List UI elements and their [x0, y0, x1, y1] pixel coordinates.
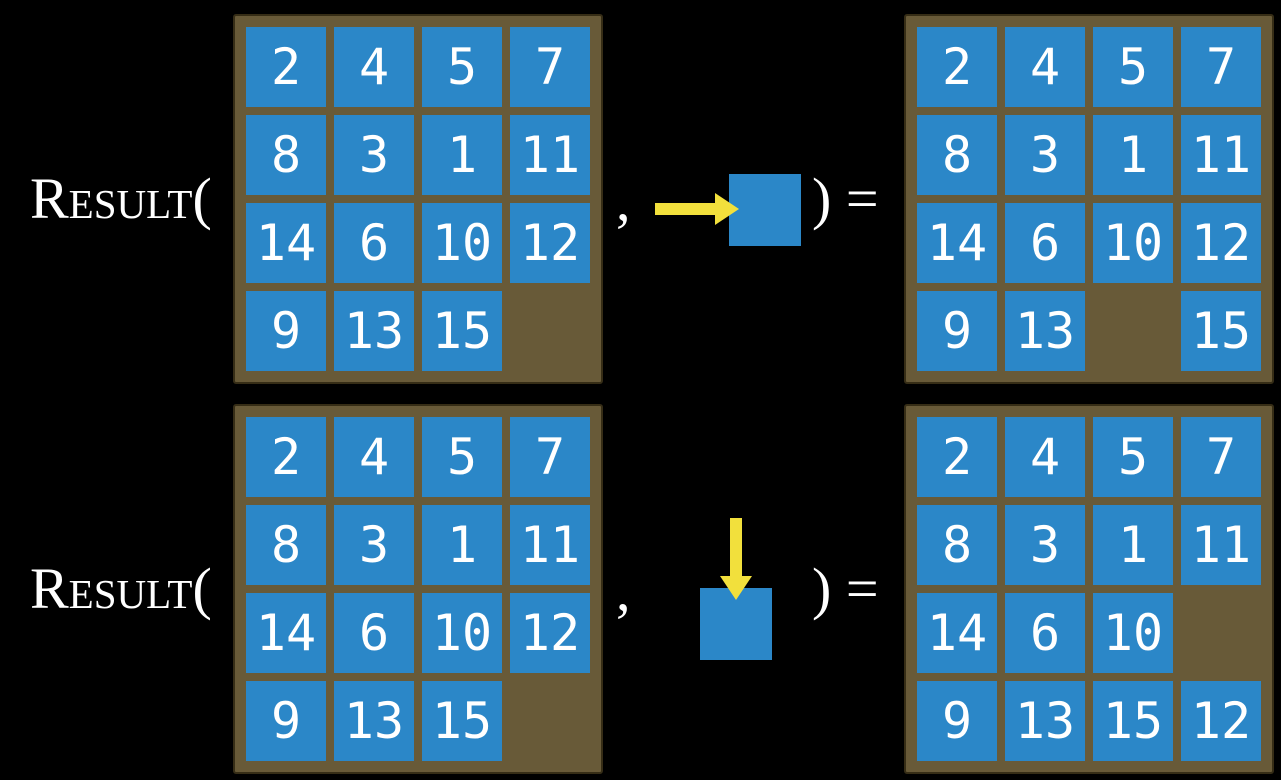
- puzzle-tile: 1: [422, 505, 502, 585]
- blank-cell: [1093, 291, 1173, 371]
- action-tile: [700, 588, 772, 660]
- puzzle-tile: 9: [917, 681, 997, 761]
- puzzle-tile: 12: [1181, 681, 1261, 761]
- puzzle-tile: 6: [1005, 593, 1085, 673]
- puzzle-tile: 11: [1181, 115, 1261, 195]
- puzzle-tile: 9: [246, 291, 326, 371]
- action-tile: [729, 174, 801, 246]
- puzzle-tile: 10: [422, 593, 502, 673]
- puzzle-tile: 13: [1005, 681, 1085, 761]
- puzzle-tile: 4: [334, 417, 414, 497]
- comma-separator: ,: [616, 168, 631, 233]
- puzzle-tile: 6: [334, 203, 414, 283]
- puzzle-tile: 1: [1093, 505, 1173, 585]
- blank-cell: [510, 681, 590, 761]
- result-function-label: Result(: [30, 166, 212, 231]
- puzzle-tile: 6: [1005, 203, 1085, 283]
- puzzle-tile: 4: [1005, 27, 1085, 107]
- puzzle-tile: 2: [246, 417, 326, 497]
- puzzle-tile: 11: [510, 505, 590, 585]
- puzzle-tile: 15: [422, 681, 502, 761]
- puzzle-tile: 7: [510, 27, 590, 107]
- blank-cell: [1181, 593, 1261, 673]
- puzzle-tile: 9: [246, 681, 326, 761]
- puzzle-tile: 3: [1005, 115, 1085, 195]
- puzzle-tile: 14: [917, 593, 997, 673]
- puzzle-tile: 8: [917, 505, 997, 585]
- puzzle-tile: 13: [334, 681, 414, 761]
- puzzle-tile: 2: [917, 27, 997, 107]
- puzzle-tile: 14: [246, 203, 326, 283]
- puzzle-tile: 14: [246, 593, 326, 673]
- puzzle-tile: 6: [334, 593, 414, 673]
- result-function-label: Result(: [30, 556, 212, 621]
- puzzle-tile: 5: [1093, 417, 1173, 497]
- blank-cell: [510, 291, 590, 371]
- puzzle-tile: 9: [917, 291, 997, 371]
- puzzle-tile: 12: [510, 593, 590, 673]
- puzzle-tile: 5: [1093, 27, 1173, 107]
- puzzle-tile: 12: [1181, 203, 1261, 283]
- puzzle-tile: 3: [1005, 505, 1085, 585]
- puzzle-tile: 5: [422, 27, 502, 107]
- close-paren-equals-label: ) =: [812, 166, 879, 231]
- puzzle-tile: 13: [334, 291, 414, 371]
- puzzle-tile: 1: [1093, 115, 1173, 195]
- puzzle-tile: 2: [917, 417, 997, 497]
- puzzle-tile: 1: [422, 115, 502, 195]
- puzzle-tile: 15: [422, 291, 502, 371]
- comma-separator: ,: [616, 558, 631, 623]
- puzzle-tile: 10: [422, 203, 502, 283]
- puzzle-tile: 8: [917, 115, 997, 195]
- puzzle-tile: 7: [510, 417, 590, 497]
- puzzle-tile: 4: [334, 27, 414, 107]
- puzzle-tile: 15: [1093, 681, 1173, 761]
- puzzle-tile: 4: [1005, 417, 1085, 497]
- puzzle-tile: 5: [422, 417, 502, 497]
- puzzle-tile: 3: [334, 115, 414, 195]
- down-arrow-icon: [720, 518, 752, 600]
- right-arrow-icon: [655, 193, 739, 225]
- puzzle-tile: 7: [1181, 417, 1261, 497]
- puzzle-tile: 12: [510, 203, 590, 283]
- puzzle-tile: 14: [917, 203, 997, 283]
- puzzle-tile: 11: [1181, 505, 1261, 585]
- puzzle-tile: 3: [334, 505, 414, 585]
- puzzle-tile: 8: [246, 505, 326, 585]
- puzzle-tile: 10: [1093, 203, 1173, 283]
- puzzle-tile: 10: [1093, 593, 1173, 673]
- puzzle-tile: 8: [246, 115, 326, 195]
- puzzle-tile: 2: [246, 27, 326, 107]
- puzzle-tile: 13: [1005, 291, 1085, 371]
- puzzle-tile: 7: [1181, 27, 1261, 107]
- puzzle-tile: 11: [510, 115, 590, 195]
- puzzle-tile: 15: [1181, 291, 1261, 371]
- close-paren-equals-label: ) =: [812, 556, 879, 621]
